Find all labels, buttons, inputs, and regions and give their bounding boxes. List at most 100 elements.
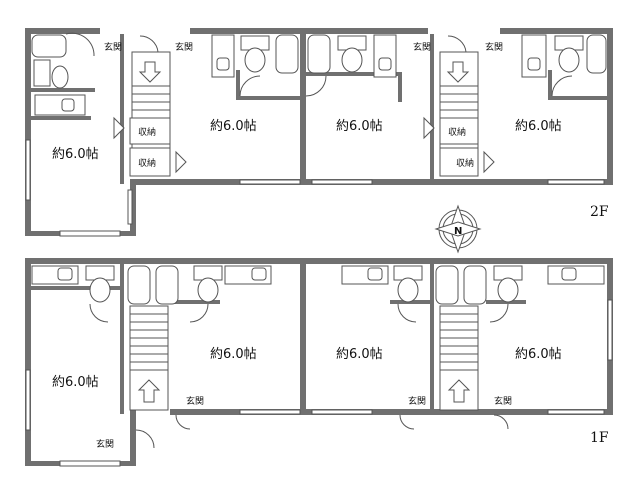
shower-icon [127,265,151,305]
storage-closet [129,147,171,177]
partition [430,264,434,414]
partition [430,34,434,184]
shower-icon [463,265,487,305]
window [311,179,373,185]
partition [548,70,552,96]
window [239,409,301,415]
toilet-icon [497,277,519,303]
window [239,179,301,185]
entrance-label: 玄関 [96,438,114,450]
shower-icon [155,265,179,305]
floor-1f: 約6.0帖 約6.0帖 約6.0帖 約6.0帖 玄関 玄関 玄関 玄関 1F [25,258,613,467]
door-swing-icon [305,75,327,97]
sink-icon [61,98,75,112]
door-swing-icon [89,303,109,323]
door-swing-icon [239,75,261,97]
storage-closet [129,117,171,145]
toilet-icon [51,65,69,89]
room-area-label: 約6.0帖 [336,347,383,362]
sink-counter [521,34,547,78]
entrance-label: 玄関 [175,41,193,53]
storage-label: 収納 [138,126,156,138]
arrow-down-icon [446,61,470,83]
door-swing-icon [139,35,159,53]
storage-closet [439,147,479,177]
partition [31,116,91,120]
entrance-label: 玄関 [494,395,512,407]
room-area-label: 約6.0帖 [515,347,562,362]
shower-icon [275,34,299,74]
door-swing-icon [397,303,417,323]
door-swing-icon [551,75,573,97]
shower-icon [307,34,331,74]
room-area-label: 約6.0帖 [52,147,99,162]
storage-label: 収納 [456,157,474,169]
sink-icon [367,267,383,281]
partition [300,264,306,414]
sink-icon [57,267,73,281]
triangle-right-icon [113,116,125,140]
partition [120,34,124,184]
door-swing-icon [175,414,191,430]
window [311,409,373,415]
stair-treads [130,313,168,371]
wall [170,409,613,415]
sink-icon [251,267,267,281]
toilet-icon [397,277,419,303]
door-swing-icon [489,303,509,323]
door-swing-icon [493,414,509,430]
toilet-icon [244,47,266,73]
toilet-icon [197,277,219,303]
sink-counter [211,34,235,78]
partition [398,72,402,102]
door-swing-icon [135,429,155,449]
partition [306,72,402,76]
room-area-label: 約6.0帖 [52,375,99,390]
entrance-label: 玄関 [413,41,431,53]
wall [500,28,613,34]
washer-space [33,59,51,87]
bathtub-icon [31,34,67,58]
storage-closet [439,117,479,145]
room-area-label: 約6.0帖 [210,119,257,134]
partition [31,286,121,290]
window [607,299,613,361]
sink-counter [373,34,397,78]
triangle-right-icon [175,150,187,174]
north-compass-icon: N [434,204,482,254]
door-swing-icon [65,32,95,57]
window [547,409,605,415]
wall [25,28,31,236]
room-area-label: 約6.0帖 [336,119,383,134]
arrow-down-icon [138,61,162,83]
wall [607,28,613,184]
partition [31,88,95,92]
floor-label: 1F [590,430,609,446]
sink-icon [216,57,230,71]
sink-counter [34,94,86,116]
shower-icon [435,265,459,305]
stair-treads [440,313,478,371]
storage-label: 収納 [448,126,466,138]
room-area-label: 約6.0帖 [515,119,562,134]
shower-icon [586,34,607,74]
partition [236,70,240,96]
storage-label: 収納 [138,157,156,169]
sink-icon [561,267,577,281]
partition [120,264,124,414]
floor-2f: 約6.0帖 約6.0帖 約6.0帖 約6.0帖 玄関 玄関 玄関 玄関 収納 収… [25,28,613,237]
entrance-label: 玄関 [104,41,122,53]
triangle-right-icon [483,150,495,174]
entrance-label: 玄関 [485,41,503,53]
room-area-label: 約6.0帖 [210,347,257,362]
partition [236,96,300,100]
sink-icon [378,57,392,71]
door-swing-icon [447,35,467,53]
compass-north-letter: N [454,226,462,237]
window [25,139,31,201]
triangle-right-icon [423,116,435,140]
window [547,179,605,185]
arrow-up-icon [137,379,161,403]
partition [300,34,306,184]
